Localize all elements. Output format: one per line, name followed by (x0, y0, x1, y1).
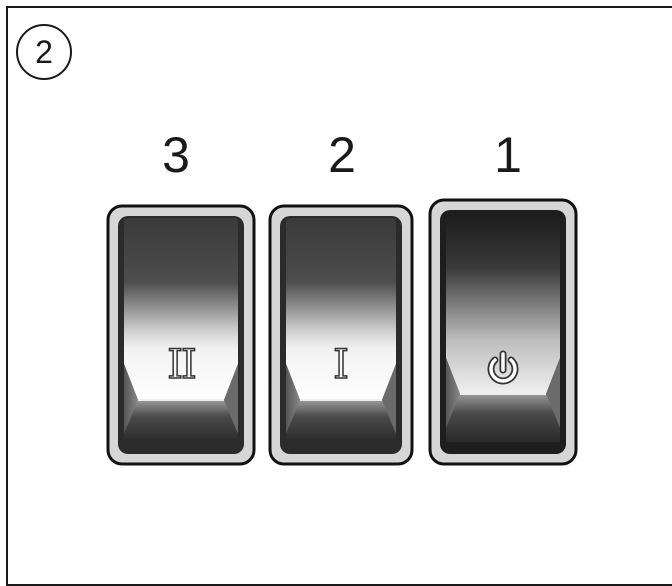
switch-2-number: 2 (328, 127, 356, 183)
mode-one-icon: I (332, 341, 349, 389)
rocker-switch-3[interactable]: II (106, 204, 256, 466)
rocker-switch-2[interactable]: I (268, 204, 414, 466)
mode-two-icon: II (166, 341, 197, 389)
switch-3-number: 3 (162, 127, 190, 183)
switch-1-number: 1 (494, 127, 522, 183)
step-number-badge: 2 (16, 24, 72, 80)
rocker-switch-1[interactable] (428, 198, 578, 466)
power-icon (487, 350, 519, 385)
